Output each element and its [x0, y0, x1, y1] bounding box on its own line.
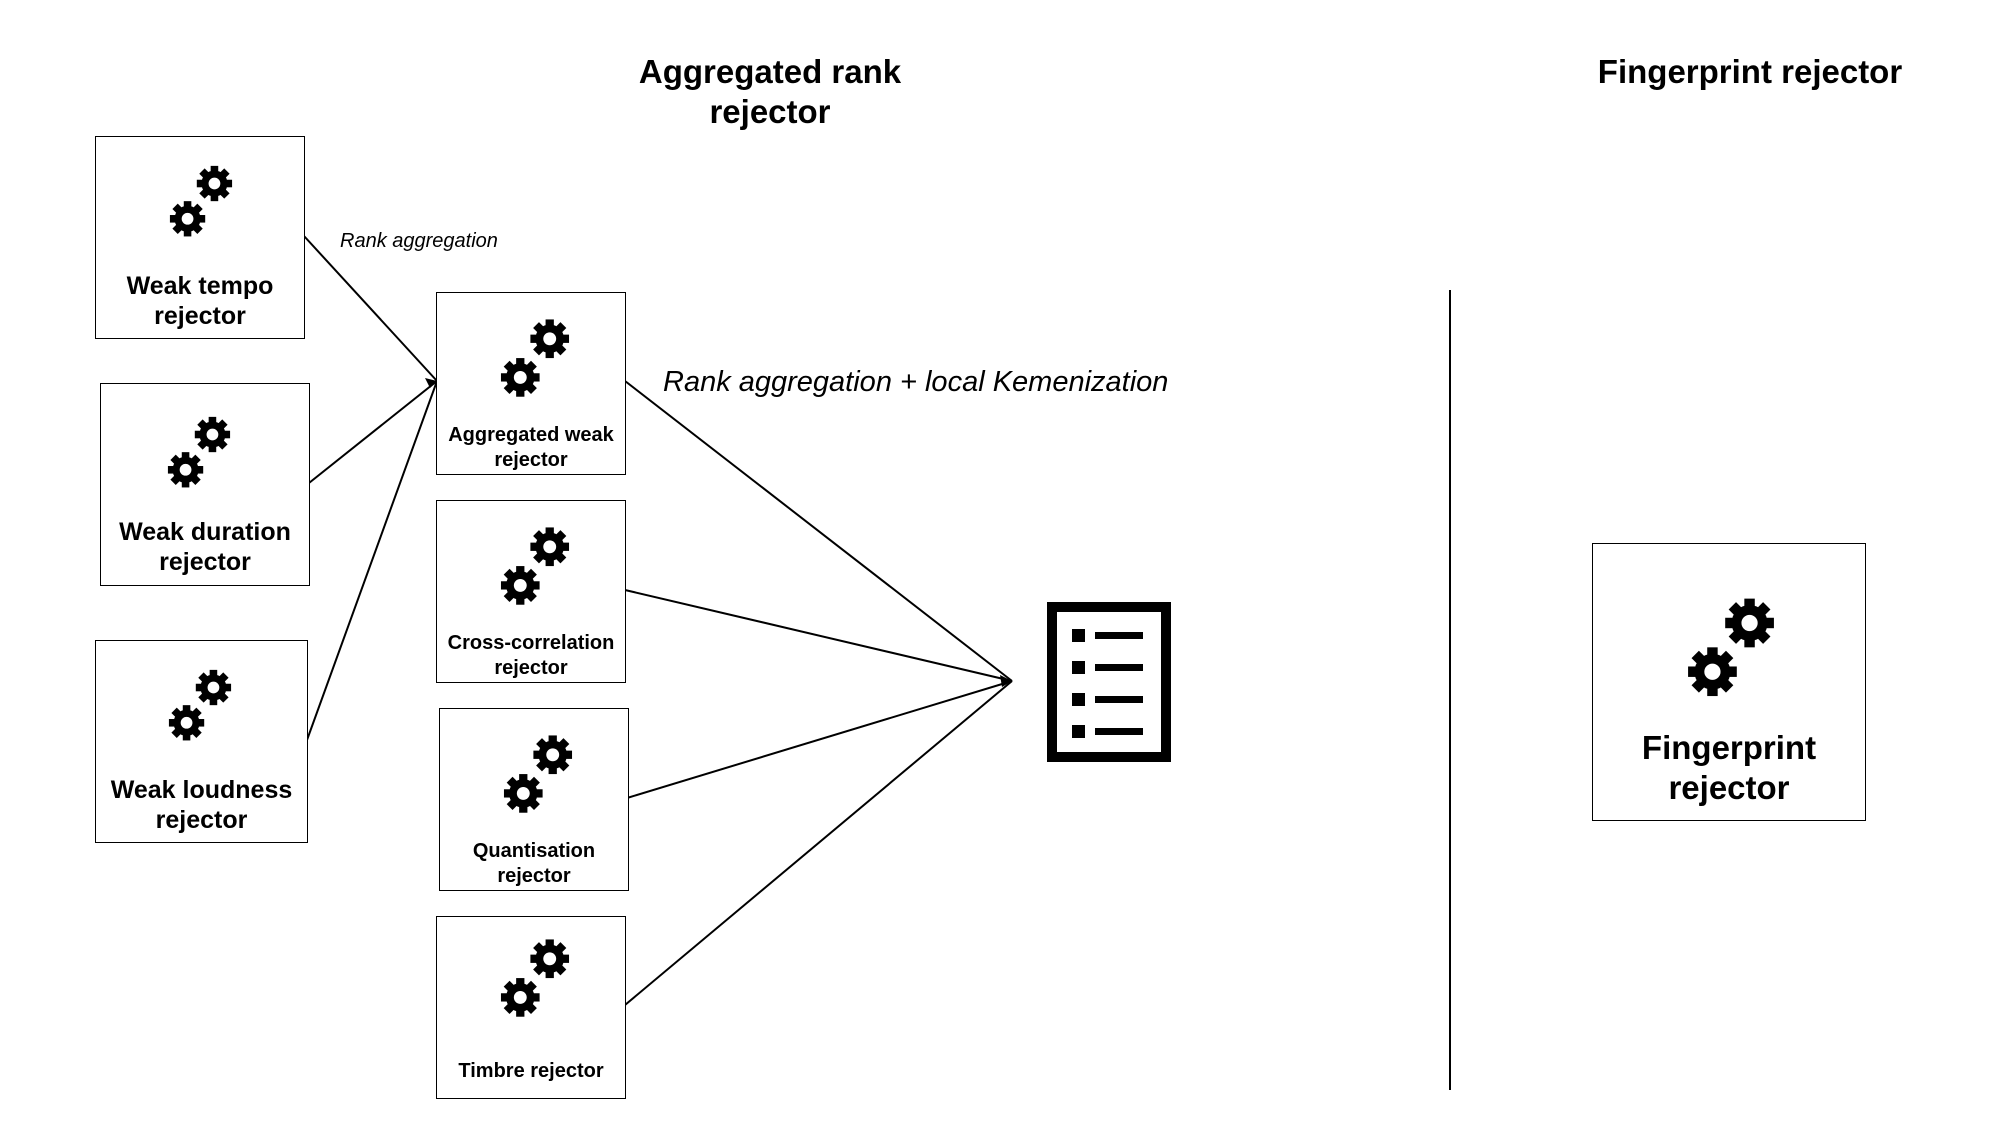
- checklist-icon: [1047, 602, 1171, 762]
- connector-duration: [308, 380, 438, 484]
- connector-loudness: [306, 380, 438, 741]
- stage-rejector-label: Cross-correlation rejector: [447, 632, 615, 679]
- gears-icon: [159, 157, 243, 247]
- connector-aggregated: [624, 380, 1013, 682]
- weak-tempo-rejector-box[interactable]: Weak tempo rejector: [95, 136, 305, 339]
- weak-loudness-rejector-box[interactable]: Weak loudness rejector: [95, 640, 308, 843]
- fingerprint-rejector-label: Fingerprint rejector: [1641, 729, 1817, 806]
- cross-correlation-rejector-box[interactable]: Cross-correlation rejector: [436, 500, 626, 683]
- fingerprint-rejector-box[interactable]: Fingerprint rejector: [1592, 543, 1866, 821]
- gears-icon: [158, 661, 242, 751]
- gears-icon: [489, 309, 581, 409]
- stage-rejector-label: Aggregated weak rejector: [448, 424, 614, 471]
- weak-rejector-label: Weak tempo rejector: [126, 272, 274, 330]
- arrowhead-aggregated-input: [425, 378, 437, 388]
- gears-icon: [489, 517, 581, 617]
- weak-rejector-label: Weak loudness rejector: [110, 776, 293, 834]
- weak-rejector-label: Weak duration rejector: [119, 518, 291, 576]
- gears-icon: [492, 725, 584, 825]
- gears-icon: [1673, 586, 1789, 711]
- timbre-rejector-box[interactable]: Timbre rejector: [436, 916, 626, 1099]
- arrowhead-output: [1000, 675, 1012, 687]
- stage-rejector-label: Timbre rejector: [458, 1060, 604, 1082]
- connector-crosscorr: [624, 589, 1013, 682]
- connector-tempo: [303, 235, 438, 382]
- gears-icon: [157, 408, 241, 498]
- connector-timbre: [624, 680, 1013, 1006]
- quantisation-rejector-box[interactable]: Quantisation rejector: [439, 708, 629, 891]
- heading-fingerprint-rejector: Fingerprint rejector: [1597, 53, 1903, 90]
- aggregated-weak-rejector-box[interactable]: Aggregated weak rejector: [436, 292, 626, 475]
- weak-duration-rejector-box[interactable]: Weak duration rejector: [100, 383, 310, 586]
- heading-aggregated-rank-rejector: Aggregated rank rejector: [638, 53, 902, 130]
- edge-label-rank-aggregation-kemenization: Rank aggregation + local Kemenization: [663, 366, 1169, 398]
- gears-icon: [489, 929, 581, 1029]
- edge-label-rank-aggregation: Rank aggregation: [340, 230, 498, 252]
- connector-quantisation: [626, 680, 1013, 799]
- stage-rejector-label: Quantisation rejector: [472, 840, 596, 887]
